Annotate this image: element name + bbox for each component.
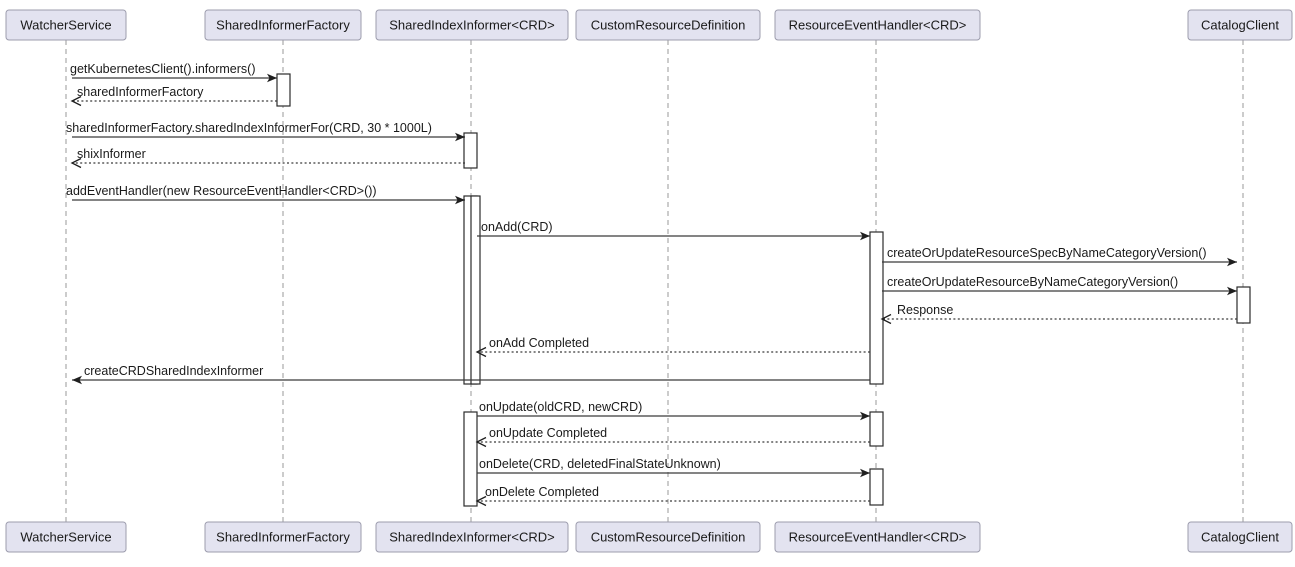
message-m5: addEventHandler(new ResourceEventHandler… [66,184,465,205]
arrow-head [860,411,870,421]
arrow-head [70,157,82,169]
message-m14: onDelete(CRD, deletedFinalStateUnknown) [477,457,870,478]
participant-label: ResourceEventHandler<CRD> [789,17,967,32]
participant-box-bg [774,9,981,41]
arrow-head [475,495,487,507]
participant-label: CatalogClient [1201,529,1279,544]
arrow-head [455,195,465,205]
activation-bar-handler [869,231,884,385]
arrow-head [1227,286,1237,296]
participant-box-bg [1187,9,1293,41]
message-label: shixInformer [77,147,146,161]
participant-label: CatalogClient [1201,17,1279,32]
arrow-head [267,73,277,83]
message-label: onDelete Completed [485,485,599,499]
arrow-head [72,375,82,385]
activation-bar-handler [869,468,884,506]
participant-header-watcher[interactable]: WatcherService [5,9,127,41]
activation-bar-informer [470,195,481,385]
participant-box-bg [575,521,761,553]
activation-bar-informer [463,411,478,507]
participant-box-bg [5,9,127,41]
participant-header-informer[interactable]: SharedIndexInformer<CRD> [375,9,569,41]
arrow-head [1227,257,1237,267]
message-label: createOrUpdateResourceSpecByNameCategory… [887,246,1207,260]
arrow-head [475,346,487,358]
message-label: onAdd Completed [489,336,589,350]
arrow-head [860,468,870,478]
message-label: sharedInformerFactory [77,85,204,99]
message-label: createOrUpdateResourceByNameCategoryVers… [887,275,1178,289]
message-label: onAdd(CRD) [481,220,553,234]
message-m15: onDelete Completed [475,485,870,507]
messages-layer: getKubernetesClient().informers() sharedI… [66,62,1237,507]
message-m8: createOrUpdateResourceByNameCategoryVers… [882,275,1237,296]
participant-label: WatcherService [20,17,111,32]
message-m3: sharedInformerFactory.sharedIndexInforme… [66,121,465,142]
activation-bar-catalog [1236,286,1251,324]
arrow-head [455,132,465,142]
participant-label: WatcherService [20,529,111,544]
message-m13: onUpdate Completed [475,426,870,448]
participant-footer-factory[interactable]: SharedInformerFactory [204,521,362,553]
participant-box-bg [204,9,362,41]
message-m1: getKubernetesClient().informers() [70,62,277,83]
message-m7: createOrUpdateResourceSpecByNameCategory… [882,246,1237,267]
participant-box-bg [575,9,761,41]
participant-footer-handler[interactable]: ResourceEventHandler<CRD> [774,521,981,553]
message-m9: Response [880,303,1237,325]
participant-footer-watcher[interactable]: WatcherService [5,521,127,553]
arrow-head [860,231,870,241]
participant-label: SharedIndexInformer<CRD> [389,529,554,544]
participant-box-bg [5,521,127,553]
participant-header-factory[interactable]: SharedInformerFactory [204,9,362,41]
arrow-head [70,95,82,107]
participant-label: SharedInformerFactory [216,529,350,544]
message-label: getKubernetesClient().informers() [70,62,256,76]
message-label: sharedInformerFactory.sharedIndexInforme… [66,121,432,135]
participant-box-bg [1187,521,1293,553]
message-m6: onAdd(CRD) [477,220,870,241]
participant-header-catalog[interactable]: CatalogClient [1187,9,1293,41]
message-m11: createCRDSharedIndexInformer [72,364,870,385]
activation-bar-handler [869,411,884,447]
participant-box-bg [375,521,569,553]
participant-footer-row: WatcherService SharedInformerFactory Share… [5,521,1293,553]
participant-label: CustomResourceDefinition [591,529,746,544]
message-label: createCRDSharedIndexInformer [84,364,263,378]
activations-layer [276,73,1251,507]
message-label: addEventHandler(new ResourceEventHandler… [66,184,377,198]
message-m10: onAdd Completed [475,336,870,358]
participant-header-handler[interactable]: ResourceEventHandler<CRD> [774,9,981,41]
participant-footer-crd[interactable]: CustomResourceDefinition [575,521,761,553]
message-m12: onUpdate(oldCRD, newCRD) [477,400,870,421]
activation-bar-factory [276,73,291,107]
participant-box-bg [774,521,981,553]
participant-box-bg [204,521,362,553]
participant-label: ResourceEventHandler<CRD> [789,529,967,544]
participant-box-bg [375,9,569,41]
participant-footer-catalog[interactable]: CatalogClient [1187,521,1293,553]
arrow-head [880,313,892,325]
participant-header-row: WatcherService SharedInformerFactory Share… [5,9,1293,41]
message-m4: shixInformer [70,147,465,169]
message-label: onDelete(CRD, deletedFinalStateUnknown) [479,457,721,471]
arrow-head [475,436,487,448]
message-label: onUpdate(oldCRD, newCRD) [479,400,642,414]
message-label: onUpdate Completed [489,426,607,440]
activation-bar-informer [463,132,478,169]
participant-label: SharedInformerFactory [216,17,350,32]
participant-footer-informer[interactable]: SharedIndexInformer<CRD> [375,521,569,553]
participant-header-crd[interactable]: CustomResourceDefinition [575,9,761,41]
message-label: Response [897,303,953,317]
message-m2: sharedInformerFactory [70,85,277,107]
participant-label: CustomResourceDefinition [591,17,746,32]
participant-label: SharedIndexInformer<CRD> [389,17,554,32]
